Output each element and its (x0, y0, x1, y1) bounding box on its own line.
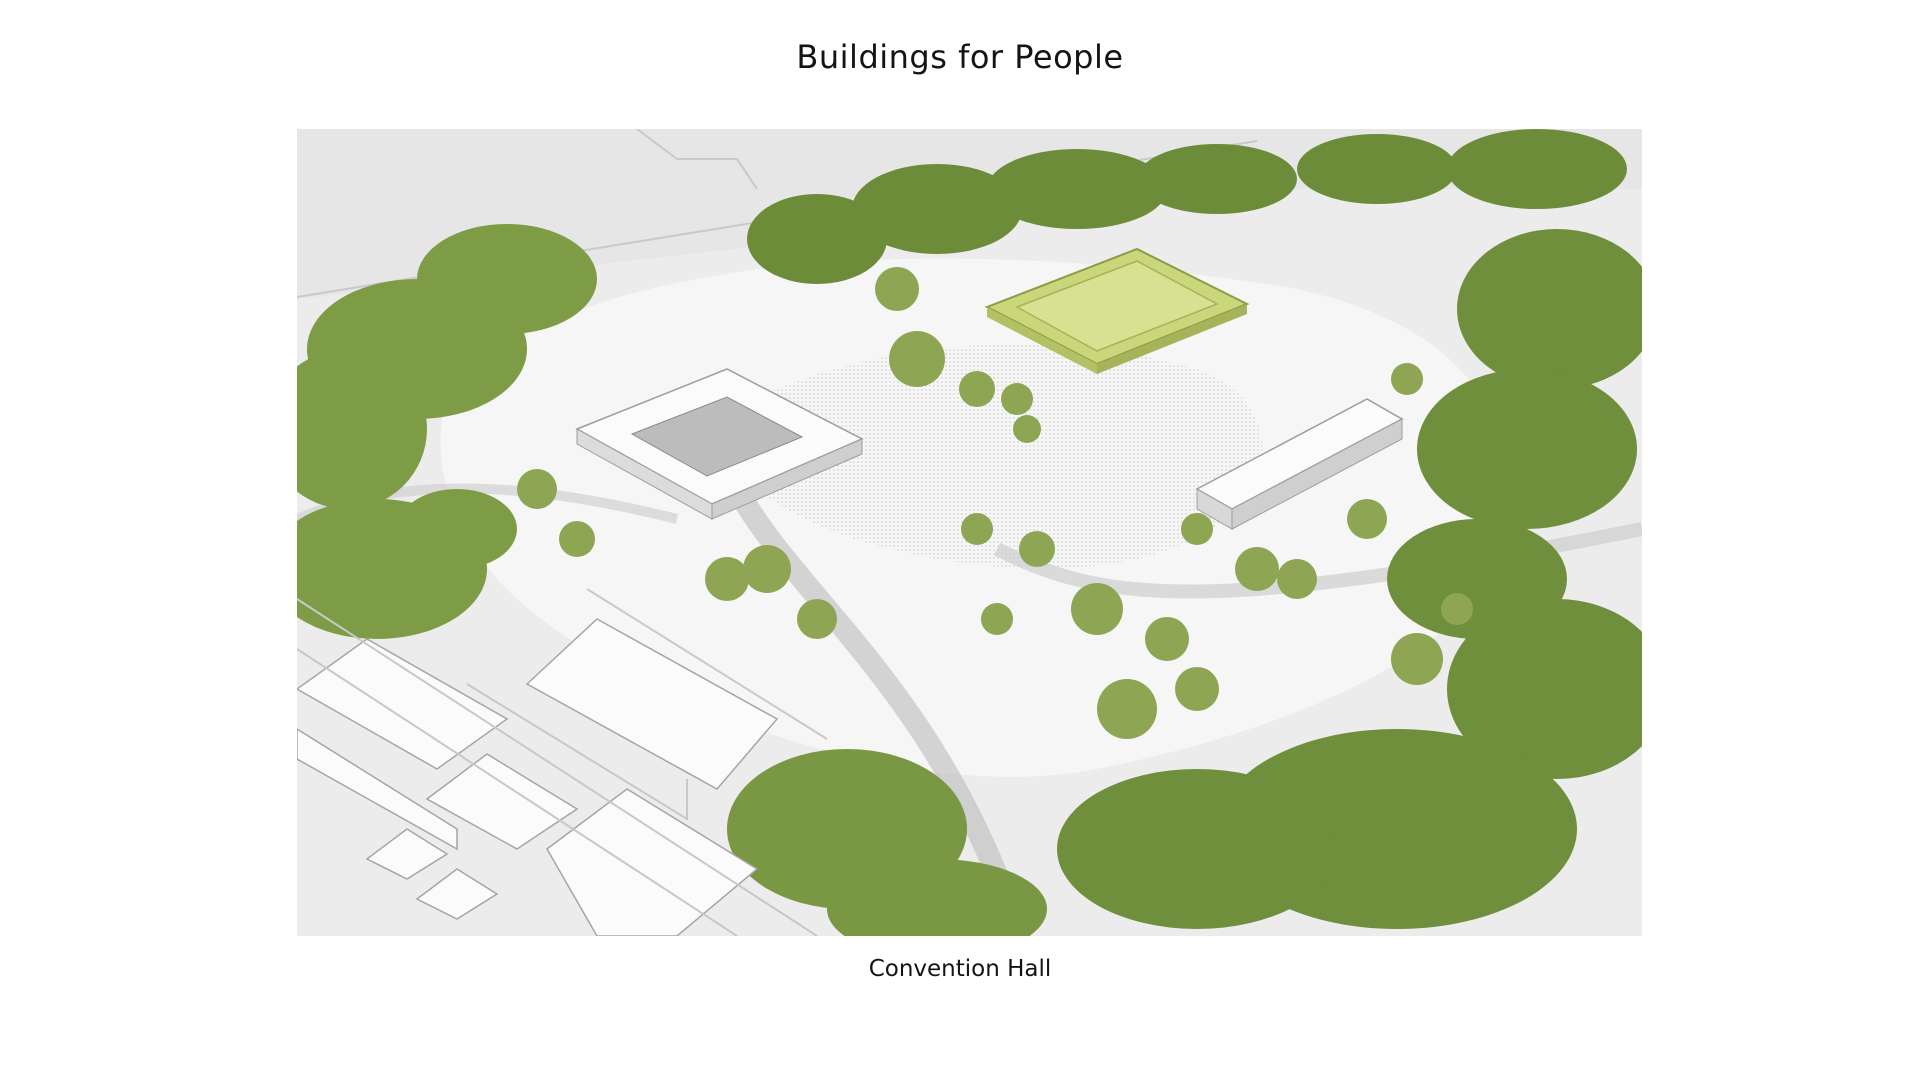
page-title: Buildings for People (796, 38, 1124, 76)
convention-hall-pavilion (984, 247, 1250, 374)
figure-caption: Convention Hall (868, 956, 1052, 982)
tree-cluster-left (297, 224, 597, 639)
scattered-trees (517, 267, 1473, 739)
existing-buildings (297, 618, 779, 936)
tree-cluster-bottom (727, 749, 1047, 936)
plaza (724, 344, 1263, 569)
road-line (636, 129, 758, 190)
site-plan-illustration (297, 129, 1642, 936)
path (727, 483, 1028, 933)
site-lines (297, 588, 828, 936)
courtyard-building (575, 368, 864, 520)
tree-cluster-right (1057, 229, 1642, 929)
tree-cluster-top (747, 129, 1627, 284)
long-building (1195, 398, 1404, 530)
